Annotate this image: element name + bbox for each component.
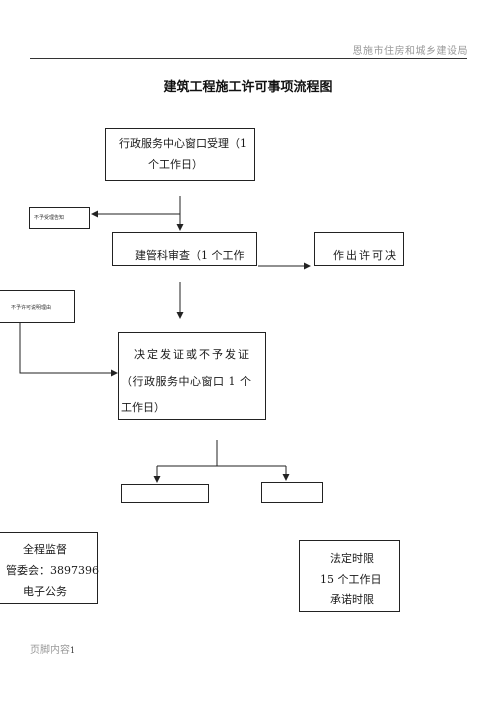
time-limit-line3: 承诺时限 <box>330 593 374 606</box>
step-issue-line1: 决定发证或不予发证 <box>134 348 251 361</box>
result-left-box <box>121 484 209 503</box>
supervision-box: 全程监督 管委会：3897396 电子公务 <box>0 532 99 604</box>
step-review-text: 建管科审查（1 个工作 <box>135 249 245 262</box>
reason-text: 不予许可说明理由 <box>11 305 52 311</box>
step-issue-line2: （行政服务中心窗口 1 个 <box>121 375 252 388</box>
decision-box: 作出许可决 <box>314 232 404 266</box>
reject-notice-text: 不予受理告知 <box>34 215 65 221</box>
supervision-line1: 全程监督 <box>23 543 67 556</box>
step-accept-box: 行政服务中心窗口受理（1 个工作日） <box>105 128 255 181</box>
time-limit-line2: 15 个工作日 <box>320 573 382 586</box>
step-accept-line2: 个工作日） <box>148 158 203 171</box>
footer-label: 页脚内容 <box>30 645 70 656</box>
page-number: 1 <box>70 646 76 655</box>
arrow-reason-to-step3 <box>19 322 118 377</box>
time-limit-line1: 法定时限 <box>330 552 374 565</box>
header-divider <box>30 58 467 59</box>
reject-notice-box: 不予受理告知 <box>29 207 90 229</box>
header-org-name: 恩施市住房和城乡建设局 <box>352 46 468 57</box>
step-issue-line3: 工作日） <box>121 401 165 414</box>
page-title: 建筑工程施工许可事项流程图 <box>163 80 333 95</box>
footer: 页脚内容1 <box>30 641 75 656</box>
supervision-line3: 电子公务 <box>23 585 67 598</box>
step-review-box: 建管科审查（1 个工作 <box>112 232 257 266</box>
reason-box: 不予许可说明理由 <box>0 290 75 323</box>
supervision-line2: 管委会：3897396 <box>6 564 99 577</box>
step-issue-box: 决定发证或不予发证 （行政服务中心窗口 1 个 工作日） <box>118 332 266 420</box>
result-right-box <box>261 482 323 503</box>
step-accept-line1: 行政服务中心窗口受理（1 <box>119 137 247 150</box>
decision-text: 作出许可决 <box>333 249 398 262</box>
time-limit-box: 法定时限 15 个工作日 承诺时限 <box>299 540 400 612</box>
